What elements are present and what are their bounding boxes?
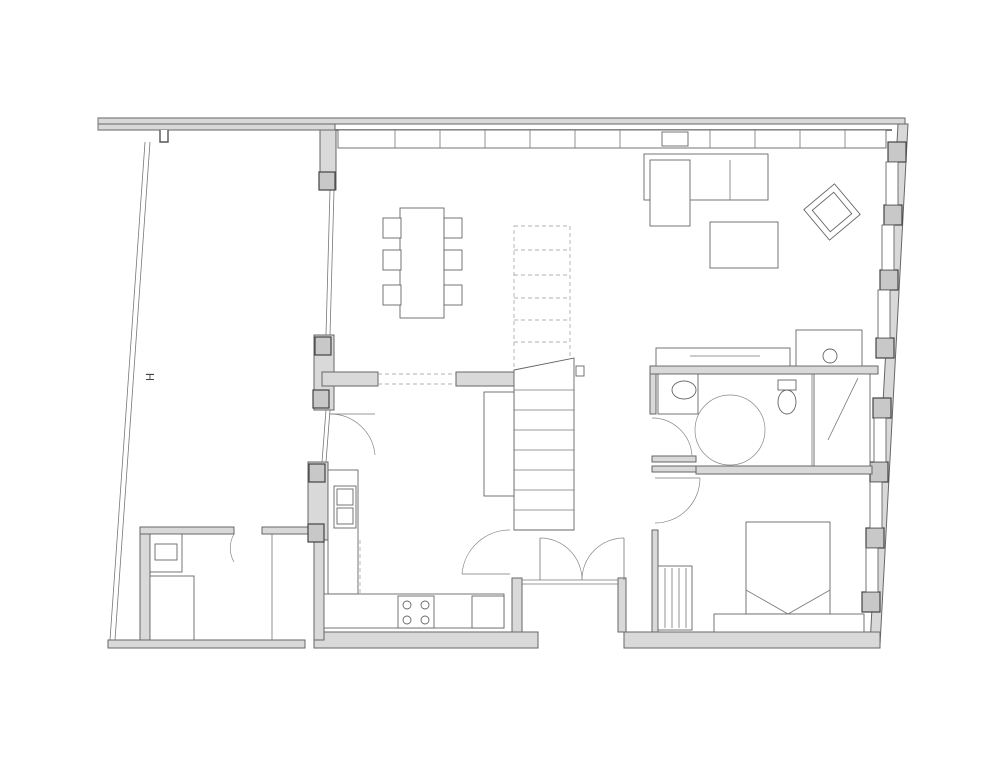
kitchen <box>323 469 505 629</box>
coffee-table <box>709 221 779 269</box>
left-facade-windows <box>307 171 336 543</box>
annex-room <box>149 533 273 641</box>
dining-table <box>382 207 463 319</box>
armchair <box>803 183 861 241</box>
interior-walls <box>321 365 879 633</box>
bathroom <box>657 373 871 467</box>
right-facade <box>861 141 907 613</box>
sofa <box>643 153 769 227</box>
door-swings <box>329 413 701 581</box>
room-mark: H <box>144 373 157 381</box>
top-glazing <box>337 129 887 149</box>
sideboard <box>655 329 863 367</box>
staircase <box>483 225 585 531</box>
bedroom <box>657 521 865 633</box>
